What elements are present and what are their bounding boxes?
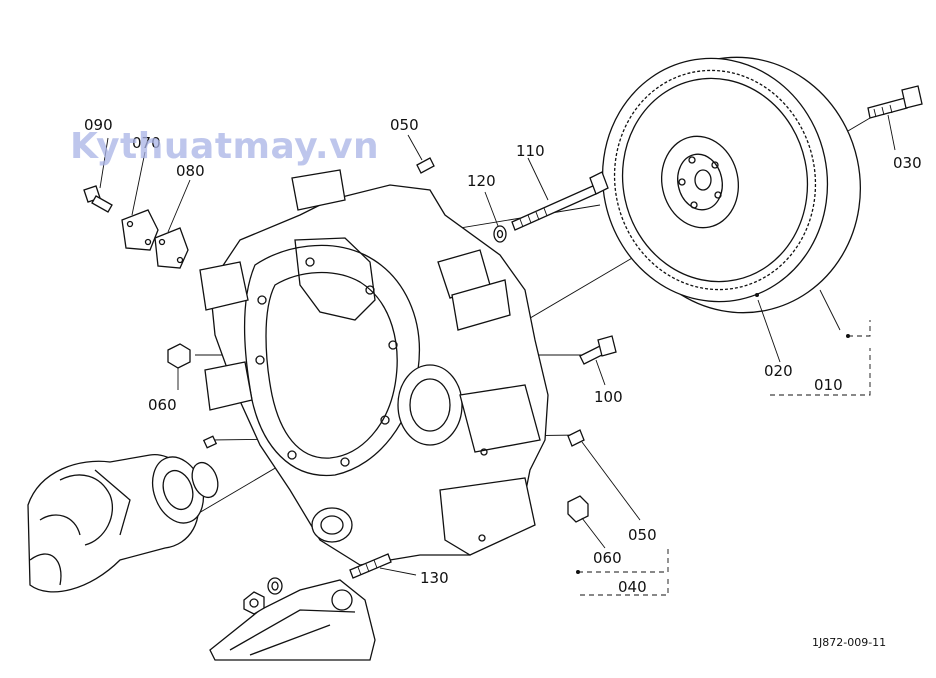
- part-number-labels: 010 020 030 040 050 050 060 060 070 080 …: [84, 116, 922, 649]
- label-100: 100: [594, 388, 623, 406]
- label-110: 110: [516, 142, 545, 160]
- flywheel-housing: [199, 169, 549, 566]
- label-130: 130: [420, 569, 449, 587]
- dowel-pin-top: [416, 157, 435, 174]
- plug-left: [167, 343, 191, 369]
- label-080: 080: [176, 162, 205, 180]
- long-bolt: [511, 171, 609, 231]
- dowel-pin-right: [567, 429, 585, 447]
- flywheel: [601, 56, 862, 314]
- flywheel-bolt: [867, 85, 923, 119]
- cover-plates: [121, 209, 189, 269]
- label-040: 040: [618, 578, 647, 596]
- group-brackets: [576, 320, 871, 596]
- leader-lines: [99, 114, 896, 576]
- label-060-left: 060: [148, 396, 177, 414]
- plug-right: [567, 495, 589, 523]
- label-050-right: 050: [628, 526, 657, 544]
- label-020: 020: [764, 362, 793, 380]
- washer: [493, 225, 507, 243]
- label-030: 030: [893, 154, 922, 172]
- label-070: 070: [132, 134, 161, 152]
- label-060-right: 060: [593, 549, 622, 567]
- drawing-code: 1J872-009-11: [812, 636, 886, 649]
- label-010: 010: [814, 376, 843, 394]
- starter-motor: [209, 577, 376, 661]
- label-120: 120: [467, 172, 496, 190]
- label-050-top: 050: [390, 116, 419, 134]
- watermark-text: Kythuatmay.vn: [70, 126, 380, 167]
- crankshaft: [27, 435, 219, 593]
- housing-bolt: [579, 335, 617, 365]
- label-090: 090: [84, 116, 113, 134]
- small-bolt: [83, 185, 113, 213]
- stud: [349, 553, 392, 579]
